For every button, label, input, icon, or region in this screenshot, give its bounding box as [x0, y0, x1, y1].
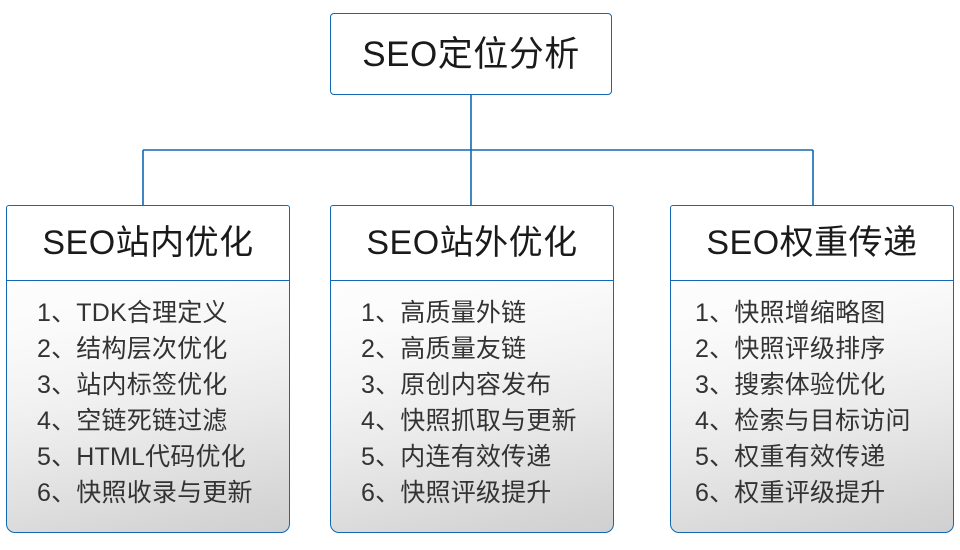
list-item: 2、高质量友链	[361, 335, 527, 363]
list-item: 1、TDK合理定义	[37, 299, 228, 327]
list-item: 4、检索与目标访问	[695, 407, 911, 435]
branch-column-2: SEO站外优化 1、高质量外链 2、高质量友链 3、原创内容发布 4、快照抓取与…	[330, 205, 614, 533]
list-item: 5、权重有效传递	[695, 443, 886, 471]
list-item: 4、快照抓取与更新	[361, 407, 577, 435]
list-item: 2、快照评级排序	[695, 335, 886, 363]
branch-3-header[interactable]: SEO权重传递	[670, 205, 954, 280]
branch-2-list: 1、高质量外链 2、高质量友链 3、原创内容发布 4、快照抓取与更新 5、内连有…	[331, 295, 613, 511]
branch-3-body: 1、快照增缩略图 2、快照评级排序 3、搜索体验优化 4、检索与目标访问 5、权…	[670, 280, 954, 533]
branch-1-body: 1、TDK合理定义 2、结构层次优化 3、站内标签优化 4、空链死链过滤 5、H…	[6, 280, 290, 533]
list-item: 3、原创内容发布	[361, 371, 552, 399]
list-item: 3、站内标签优化	[37, 371, 228, 399]
branch-1-header-title: SEO站内优化	[42, 224, 254, 262]
list-item: 1、快照增缩略图	[695, 299, 886, 327]
list-item: 6、快照收录与更新	[37, 479, 253, 507]
root-node-title: SEO定位分析	[362, 34, 580, 74]
list-item: 5、内连有效传递	[361, 443, 552, 471]
list-item: 4、空链死链过滤	[37, 407, 228, 435]
branch-2-header-title: SEO站外优化	[366, 224, 578, 262]
branch-3-header-title: SEO权重传递	[706, 224, 918, 262]
branch-2-body: 1、高质量外链 2、高质量友链 3、原创内容发布 4、快照抓取与更新 5、内连有…	[330, 280, 614, 533]
list-item: 6、权重评级提升	[695, 479, 886, 507]
list-item: 5、HTML代码优化	[37, 443, 246, 471]
list-item: 6、快照评级提升	[361, 479, 552, 507]
branch-1-list: 1、TDK合理定义 2、结构层次优化 3、站内标签优化 4、空链死链过滤 5、H…	[7, 295, 289, 511]
list-item: 1、高质量外链	[361, 299, 527, 327]
branch-1-header[interactable]: SEO站内优化	[6, 205, 290, 280]
branch-column-1: SEO站内优化 1、TDK合理定义 2、结构层次优化 3、站内标签优化 4、空链…	[6, 205, 290, 533]
list-item: 2、结构层次优化	[37, 335, 228, 363]
root-node[interactable]: SEO定位分析	[330, 13, 612, 95]
branch-2-header[interactable]: SEO站外优化	[330, 205, 614, 280]
branch-column-3: SEO权重传递 1、快照增缩略图 2、快照评级排序 3、搜索体验优化 4、检索与…	[670, 205, 954, 533]
list-item: 3、搜索体验优化	[695, 371, 886, 399]
branch-3-list: 1、快照增缩略图 2、快照评级排序 3、搜索体验优化 4、检索与目标访问 5、权…	[671, 295, 953, 511]
